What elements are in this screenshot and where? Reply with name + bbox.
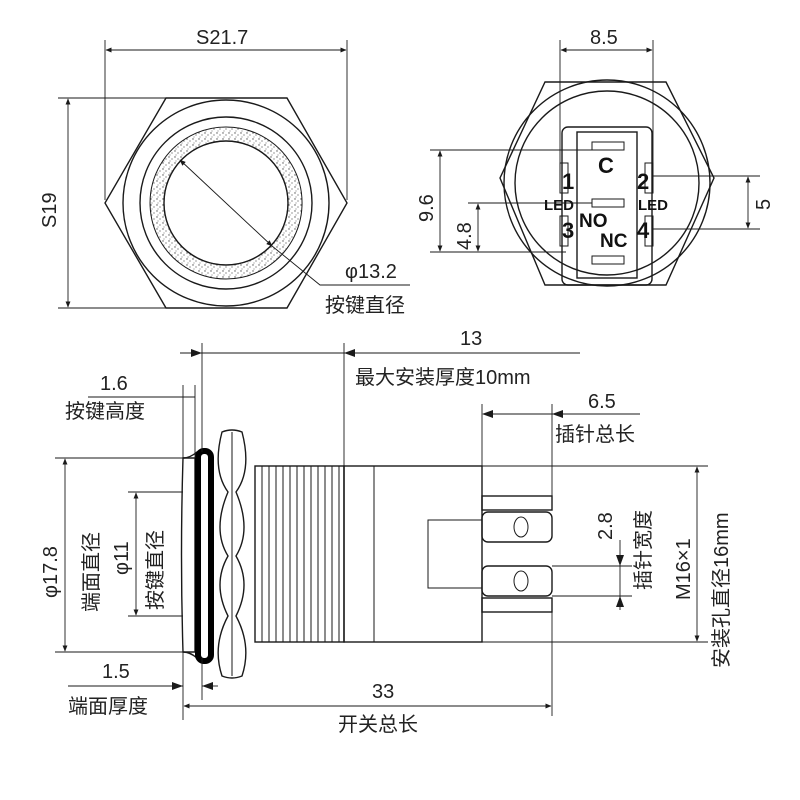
label-c: C xyxy=(598,153,614,178)
label-pin-2: 2 xyxy=(637,169,649,194)
face-thickness-value: 1.5 xyxy=(102,661,130,683)
pin-height-value: 9.6 xyxy=(416,194,438,222)
pin-length-label: 插针总长 xyxy=(555,423,635,446)
label-no: NO xyxy=(579,211,608,232)
pin-width-value: 2.8 xyxy=(595,512,617,540)
pin-length-value: 6.5 xyxy=(588,391,616,413)
rear-hex-outline xyxy=(499,81,715,286)
pin-c-slot xyxy=(591,141,625,151)
button-cap xyxy=(180,457,196,653)
face-diameter-value: φ17.8 xyxy=(40,546,62,598)
pin-1-slot xyxy=(559,162,569,194)
button-circle xyxy=(163,140,289,266)
terminal-pin-top xyxy=(481,495,553,511)
pin-2-slot xyxy=(644,162,654,194)
max-install-value: 13 xyxy=(460,328,482,350)
pin-length-arrow-right xyxy=(552,410,563,418)
rear-housing xyxy=(343,465,483,643)
button-diameter-label: 按键直径 xyxy=(325,294,405,317)
bezel-outer-circle xyxy=(122,99,330,307)
button-diameter-arrow xyxy=(179,159,273,247)
thread-label: M16×1 xyxy=(673,538,695,600)
rear-inner-circle xyxy=(514,90,700,276)
pin-width-label: 插针宽度 xyxy=(632,510,655,590)
max-install-label: 最大安装厚度10mm xyxy=(355,366,531,389)
terminal-pin-lower xyxy=(481,565,553,597)
terminal-pin-upper xyxy=(481,511,553,543)
threaded-body xyxy=(254,465,345,643)
pin-span-value: 8.5 xyxy=(590,27,618,49)
rear-body-rect xyxy=(561,126,653,286)
rear-outer-circle xyxy=(503,79,711,287)
hex-width-value: S21.7 xyxy=(196,27,248,49)
max-install-arrow-left xyxy=(191,349,202,357)
label-led-left: LED xyxy=(544,197,574,214)
hole-label: 安装孔直径16mm xyxy=(710,512,733,668)
bezel-inner-circle xyxy=(139,116,313,290)
front-view: φ13.2 按键直径 S21.7 S19 xyxy=(39,27,410,317)
total-length-value: 33 xyxy=(372,681,394,703)
pin-hole-lower xyxy=(513,570,529,592)
button-diameter-leader xyxy=(271,245,410,286)
terminal-pin-bottom xyxy=(481,597,553,613)
pin-width-arrow-top xyxy=(616,555,624,566)
pin-4-slot xyxy=(644,215,654,247)
hex-nut-side xyxy=(217,429,247,679)
button-diameter-side-value: φ11 xyxy=(111,541,133,575)
o-ring xyxy=(195,448,214,664)
label-pin-1: 1 xyxy=(562,169,574,194)
pin-3-slot xyxy=(559,215,569,247)
rear-view: C 1 2 3 4 LED LED NO NC 8.5 9.6 4.8 5 xyxy=(416,27,775,287)
rear-pin-block xyxy=(576,131,638,279)
pin-length-arrow-left xyxy=(482,410,493,418)
hex-nut-outline xyxy=(104,97,348,309)
label-pin-3: 3 xyxy=(562,218,574,243)
max-install-arrow-right xyxy=(344,349,355,357)
total-length-label: 开关总长 xyxy=(338,713,418,736)
pin-offset-value: 4.8 xyxy=(454,222,476,250)
button-height-value: 1.6 xyxy=(100,373,128,395)
side-view: 1.6 按键高度 13 最大安装厚度10mm 6.5 插针总长 φ17.8 端面… xyxy=(40,328,733,736)
label-nc: NC xyxy=(600,231,628,252)
face-thickness-label: 端面厚度 xyxy=(68,695,148,718)
button-height-label: 按键高度 xyxy=(65,400,145,423)
face-thickness-arrow-left xyxy=(172,682,183,690)
button-diameter-value: φ13.2 xyxy=(345,261,397,283)
pin-led-slot xyxy=(591,198,625,208)
button-diameter-side-label: 按键直径 xyxy=(144,530,167,610)
label-led-right: LED xyxy=(638,197,668,214)
led-spacing-value: 5 xyxy=(753,199,775,210)
thread-lines xyxy=(261,466,340,642)
pin-bottom-slot xyxy=(591,255,625,265)
hex-height-value: S19 xyxy=(39,192,61,228)
pin-hole-upper xyxy=(513,516,529,538)
face-diameter-label: 端面直径 xyxy=(80,532,103,612)
label-pin-4: 4 xyxy=(637,218,650,243)
pin-width-arrow-bottom xyxy=(616,596,624,607)
rear-housing-window xyxy=(427,519,483,589)
